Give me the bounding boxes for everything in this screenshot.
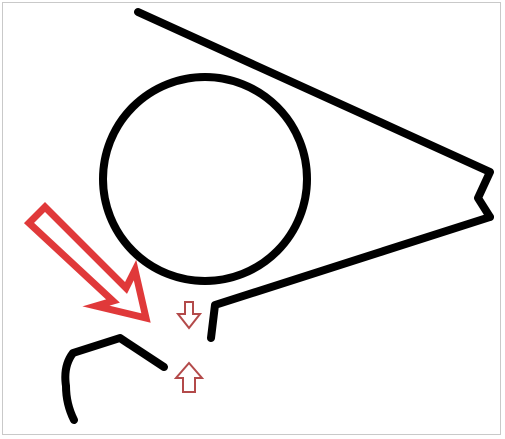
- black-circle: [103, 77, 307, 281]
- down-arrow-icon: [178, 302, 200, 328]
- red-outline-arrow-icon: [29, 207, 146, 318]
- lower-left-curve: [65, 338, 164, 420]
- up-arrow-icon: [176, 363, 202, 392]
- upper-wedge-line: [138, 12, 490, 217]
- lower-wedge-line: [211, 217, 490, 338]
